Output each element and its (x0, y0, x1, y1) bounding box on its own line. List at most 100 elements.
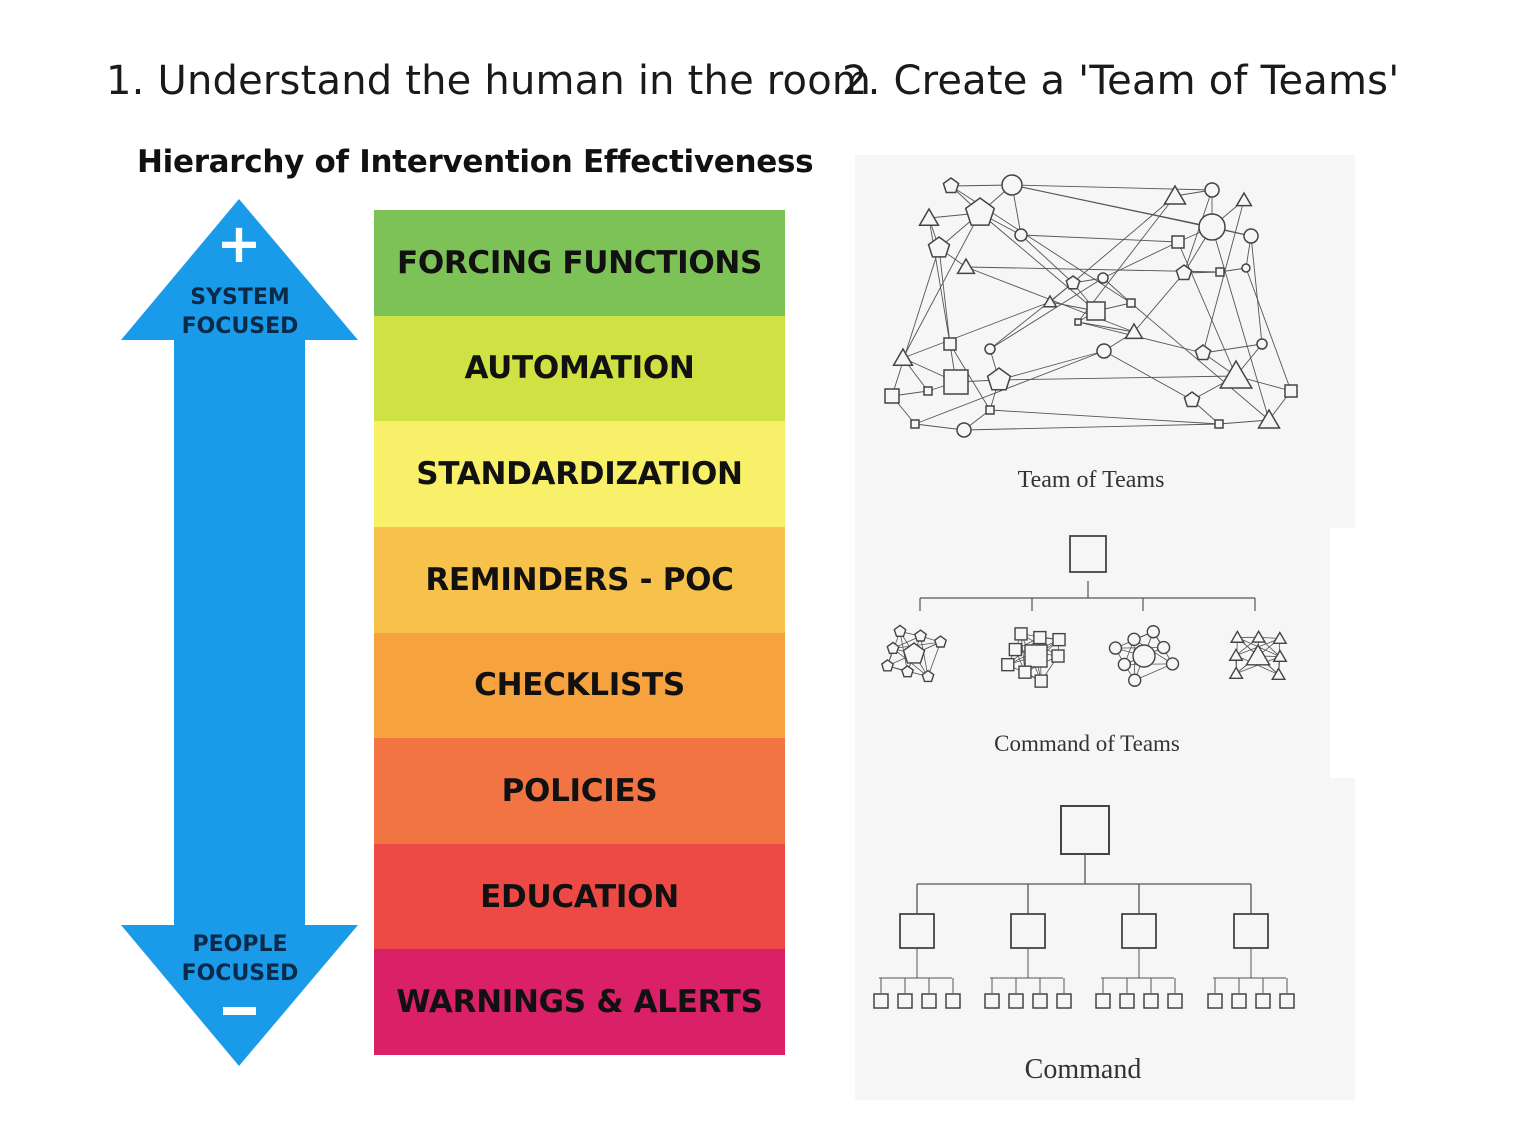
circle-node-icon (1241, 263, 1251, 273)
square-node-icon (945, 993, 961, 1009)
circle-node-icon (1156, 640, 1171, 655)
command-of-teams-caption: Command of Teams (994, 731, 1180, 756)
people-focused-label: PEOPLE FOCUSED (120, 930, 360, 988)
triangle-node-icon (1272, 649, 1288, 663)
square-node-icon (1086, 301, 1106, 321)
pentagon-node-icon (986, 367, 1012, 391)
square-node-icon (921, 993, 937, 1009)
circle-node-icon (1132, 644, 1156, 668)
plus-symbol: + (216, 212, 261, 275)
pentagon-node-icon (1194, 344, 1212, 361)
system-focused-line2: FOCUSED (181, 314, 299, 339)
circle-node-icon (1001, 174, 1023, 196)
circle-node-icon (1117, 657, 1132, 672)
triangle-node-icon (1251, 629, 1267, 643)
square-node-icon (1284, 384, 1298, 398)
right-heading: 2. Create a 'Team of Teams' (842, 58, 1400, 104)
square-node-icon (1214, 419, 1224, 429)
square-node-icon (1143, 993, 1159, 1009)
pentagon-node-icon (1175, 264, 1193, 281)
people-focused-line1: PEOPLE (192, 932, 288, 957)
pentagon-node-icon (1065, 275, 1081, 290)
team-of-teams-caption: Team of Teams (1017, 467, 1165, 493)
square-node-icon (985, 405, 995, 415)
square-node-icon (1014, 627, 1028, 641)
connector-line (998, 375, 1237, 381)
pentagon-node-icon (964, 197, 996, 226)
connector-line (1020, 234, 1179, 243)
connector-line (1077, 195, 1176, 323)
square-node-icon (1126, 298, 1136, 308)
connector-line (1130, 302, 1270, 421)
square-node-icon (1001, 657, 1015, 672)
connector-line (902, 212, 981, 359)
square-node-icon (1074, 318, 1082, 326)
system-focused-line1: SYSTEM (190, 285, 290, 310)
triangle-node-icon (1257, 408, 1281, 429)
connector-line (938, 247, 951, 345)
double-arrow-icon: + (121, 199, 358, 1066)
connector-line (1202, 343, 1263, 354)
pentagon-node-icon (1183, 391, 1201, 408)
connector-line (1011, 184, 1213, 191)
triangle-node-icon (1163, 184, 1187, 205)
square-node-icon (943, 369, 969, 395)
connector-line (902, 301, 1051, 359)
connector-line (1077, 321, 1135, 333)
level-warnings-alerts: WARNINGS & ALERTS (374, 949, 785, 1055)
square-node-icon (1052, 632, 1066, 647)
pentagon-node-icon (893, 624, 907, 637)
pentagon-node-icon (880, 659, 895, 672)
connector-line (928, 217, 951, 345)
pentagon-node-icon (902, 642, 926, 664)
circle-node-icon (1127, 632, 1141, 647)
square-node-icon (1056, 993, 1072, 1009)
triangle-node-icon (1245, 643, 1271, 666)
triangle-node-icon (918, 207, 940, 226)
circle-node-icon (1198, 213, 1226, 241)
triangle-node-icon (1218, 359, 1254, 389)
square-node-icon (1051, 649, 1065, 663)
triangle-node-icon (1228, 666, 1244, 679)
square-node-icon (1060, 805, 1110, 855)
level-automation: AUTOMATION (374, 315, 785, 422)
square-node-icon (923, 386, 933, 396)
triangle-node-icon (1271, 667, 1287, 681)
connector-line (1183, 189, 1213, 274)
level-reminders-poc: REMINDERS - POC (374, 526, 785, 633)
connector-line (891, 247, 940, 397)
circle-node-icon (984, 343, 996, 355)
connector-line (914, 423, 965, 431)
square-node-icon (910, 419, 920, 429)
square-node-icon (897, 993, 913, 1009)
system-focused-label: SYSTEM FOCUSED (120, 283, 360, 341)
square-node-icon (899, 913, 935, 949)
pentagon-node-icon (913, 629, 928, 642)
connector-line (920, 636, 929, 677)
square-node-icon (1032, 993, 1048, 1009)
minus-symbol (223, 1007, 256, 1015)
pentagon-node-icon (900, 665, 915, 678)
triangle-node-icon (1229, 630, 1245, 643)
circle-node-icon (1204, 182, 1220, 198)
square-node-icon (1121, 913, 1157, 949)
pentagon-node-icon (886, 641, 900, 654)
square-node-icon (1069, 535, 1107, 573)
hierarchy-levels: FORCING FUNCTIONS AUTOMATION STANDARDIZA… (374, 210, 785, 1055)
triangle-node-icon (1272, 631, 1288, 645)
triangle-node-icon (1228, 648, 1244, 661)
triangle-node-icon (1124, 322, 1144, 340)
level-policies: POLICIES (374, 738, 785, 844)
square-node-icon (1008, 993, 1024, 1009)
connector-line (1133, 272, 1185, 333)
square-node-icon (1018, 665, 1032, 679)
circle-node-icon (1165, 657, 1180, 671)
connector-line (989, 409, 1220, 425)
connector-line (914, 350, 1105, 425)
triangle-node-icon (956, 257, 976, 275)
level-education: EDUCATION (374, 843, 785, 950)
connector-line (1103, 350, 1193, 401)
square-node-icon (873, 993, 889, 1009)
circle-node-icon (1146, 625, 1160, 639)
